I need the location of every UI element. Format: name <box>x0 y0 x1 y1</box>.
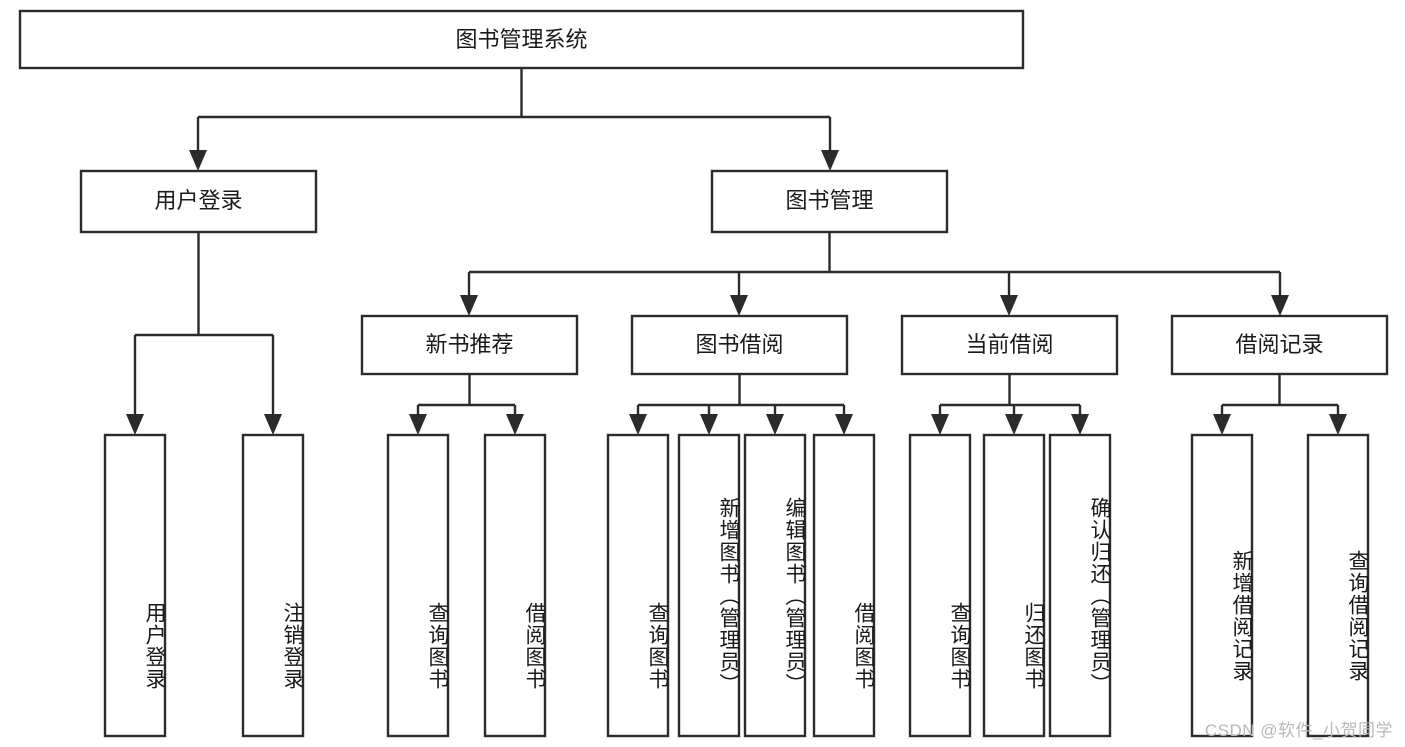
node-book-manage[interactable]: 图书管理 <box>710 169 949 234</box>
node-user-login-box[interactable] <box>79 169 318 234</box>
node-borrow-record-label: 借阅记录 <box>1235 332 1323 357</box>
node-leaf-add-book-box[interactable] <box>677 433 741 738</box>
node-root-label: 图书管理系统 <box>455 27 587 52</box>
arrowhead-leaf-borrow-book-bb <box>835 414 853 435</box>
connector-group-book-manage <box>460 232 1289 316</box>
connector-group-borrow-record <box>1213 374 1347 435</box>
arrowhead-current-borrow <box>1000 295 1018 316</box>
node-leaf-query-book-bb-box[interactable] <box>606 433 670 738</box>
connector-group-book-borrow <box>629 374 853 435</box>
node-leaf-query-book-nr-box[interactable] <box>386 433 450 738</box>
node-book-borrow[interactable]: 图书借阅 <box>630 314 849 376</box>
node-current-borrow-label: 当前借阅 <box>965 332 1053 357</box>
arrowhead-leaf-borrow-book-nr <box>506 414 524 435</box>
csdn-watermark: CSDN @软件_小贺同学 <box>1204 721 1393 740</box>
node-leaf-query-record-box[interactable] <box>1306 433 1370 738</box>
arrowhead-leaf-add-book <box>700 414 718 435</box>
node-new-book-rec-label: 新书推荐 <box>425 332 513 357</box>
arrowhead-leaf-return-book <box>1005 414 1023 435</box>
arrowhead-leaf-edit-book <box>766 414 784 435</box>
arrowhead-leaf-query-book-cb <box>931 414 949 435</box>
arrowhead-leaf-confirm-return <box>1071 414 1089 435</box>
node-root-box[interactable] <box>18 9 1025 70</box>
node-borrow-record-box[interactable] <box>1170 314 1389 376</box>
connector-group-current-borrow <box>931 374 1089 435</box>
node-leaf-borrow-book-nr-box[interactable] <box>483 433 547 738</box>
arrowhead-leaf-add-record <box>1213 414 1231 435</box>
connector-group-root <box>189 68 839 171</box>
node-leaf-logout-box[interactable] <box>241 433 305 738</box>
node-borrow-record[interactable]: 借阅记录 <box>1170 314 1389 376</box>
arrowhead-user-login <box>189 150 207 171</box>
node-new-book-rec-box[interactable] <box>360 314 579 376</box>
node-leaf-user-login-box[interactable] <box>103 433 167 738</box>
arrowhead-leaf-query-book-nr <box>409 414 427 435</box>
node-current-borrow[interactable]: 当前借阅 <box>900 314 1119 376</box>
node-leaf-edit-book-box[interactable] <box>743 433 807 738</box>
arrowhead-leaf-logout <box>264 414 282 435</box>
arrowhead-borrow-record <box>1271 295 1289 316</box>
arrowhead-leaf-query-record <box>1329 414 1347 435</box>
node-root[interactable]: 图书管理系统 <box>18 9 1025 70</box>
arrowhead-leaf-query-book-bb <box>629 414 647 435</box>
node-book-manage-label: 图书管理 <box>785 188 873 213</box>
node-user-login[interactable]: 用户登录 <box>79 169 318 234</box>
node-leaf-add-record-box[interactable] <box>1190 433 1254 738</box>
arrowhead-book-manage <box>821 150 839 171</box>
node-book-borrow-box[interactable] <box>630 314 849 376</box>
connector-group-new-book-rec <box>409 374 524 435</box>
node-leaf-confirm-return-box[interactable] <box>1048 433 1112 738</box>
node-user-login-label: 用户登录 <box>154 188 242 213</box>
node-leaf-query-book-cb-box[interactable] <box>908 433 972 738</box>
arrowhead-new-book-rec <box>460 295 478 316</box>
node-book-borrow-label: 图书借阅 <box>695 332 783 357</box>
node-leaf-return-book-box[interactable] <box>982 433 1046 738</box>
node-book-manage-box[interactable] <box>710 169 949 234</box>
arrowhead-book-borrow <box>730 295 748 316</box>
node-current-borrow-box[interactable] <box>900 314 1119 376</box>
connector-group-user-login <box>126 232 282 435</box>
node-leaf-borrow-book-bb-box[interactable] <box>812 433 876 738</box>
node-new-book-rec[interactable]: 新书推荐 <box>360 314 579 376</box>
arrowhead-leaf-user-login <box>126 414 144 435</box>
